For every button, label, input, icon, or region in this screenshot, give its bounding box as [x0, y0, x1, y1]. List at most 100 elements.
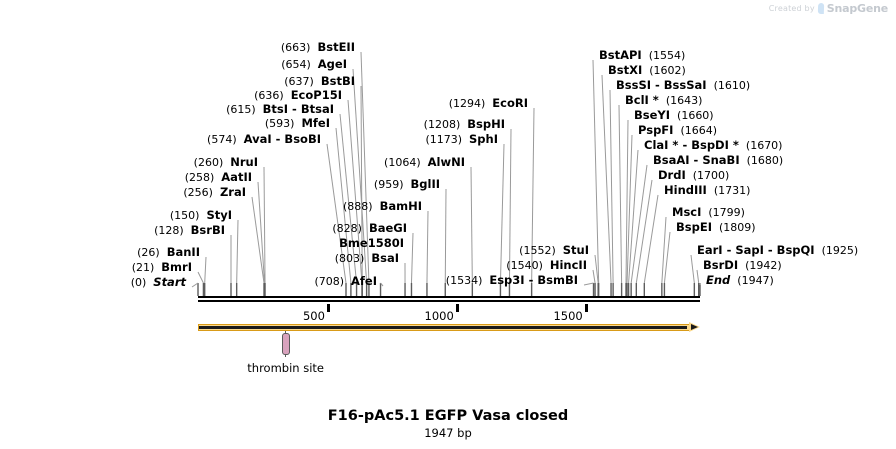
enzyme-position: (1552) [519, 244, 563, 257]
label-leader-line [347, 99, 363, 284]
enzyme-position: (1554) [641, 49, 686, 62]
enzyme-name: DrdI [658, 168, 686, 182]
enzyme-position: (128) [154, 224, 191, 237]
enzyme-position: (637) [284, 75, 321, 88]
enzyme-name: BseYI [634, 108, 671, 122]
enzyme-name: StyI [206, 208, 232, 222]
enzyme-label: (1208) BspHI [424, 118, 505, 131]
enzyme-name: AatII [221, 170, 252, 184]
enzyme-name: Bme1580I [339, 236, 404, 250]
enzyme-label: PspFI (1664) [638, 124, 717, 137]
label-leader-line [626, 134, 633, 284]
label-leader-line [360, 51, 370, 284]
label-leader-line [663, 231, 671, 284]
label-leader-line [594, 254, 599, 284]
label-leader-line [592, 59, 600, 284]
label-leader-line [690, 254, 695, 284]
ruler-tick-label: 1500 [553, 309, 583, 323]
backbone-line-bottom [198, 300, 700, 302]
enzyme-position: (1947) [730, 274, 774, 287]
page-title: F16-pAc5.1 EGFP Vasa closed [327, 408, 569, 424]
enzyme-name: End [706, 273, 731, 287]
enzyme-label: (637) BstBI [284, 75, 355, 88]
enzyme-position: (1731) [706, 184, 751, 197]
orf-arrow [198, 322, 700, 333]
enzyme-name: ClaI * - BspDI * [644, 138, 739, 152]
enzyme-position: (1602) [642, 64, 686, 77]
enzyme-label-layer: (663) BstEII (654) AgeI (637) BstBI(636) E… [131, 40, 858, 289]
label-leader-line [628, 149, 639, 284]
enzyme-name: Start [153, 275, 186, 289]
label-leader-line [499, 143, 505, 284]
enzyme-label: (888) BamHI [343, 200, 422, 213]
enzyme-position: (26) [137, 246, 167, 259]
label-leader-line [204, 256, 207, 284]
enzyme-name: BssSI - BssSaI [616, 78, 707, 92]
enzyme-position: (1680) [739, 154, 784, 167]
enzyme-label: BspEI (1809) [676, 221, 756, 234]
enzyme-position: (663) [280, 41, 318, 54]
enzyme-label: (574) AvaI - BsoBI [207, 133, 321, 146]
snapgene-watermark: Created by SnapGene [769, 2, 888, 15]
enzyme-name: BspEI [676, 220, 712, 234]
enzyme-position: (1294) [448, 97, 493, 110]
enzyme-name: BstXI [608, 63, 643, 77]
enzyme-name: AlwNI [427, 155, 465, 169]
enzyme-label: (0) Start [131, 276, 186, 289]
label-leader-line [326, 143, 347, 284]
enzyme-name: BstEII [317, 40, 355, 54]
enzyme-label: (21) BmrI [132, 261, 192, 274]
enzyme-name: EcoRI [492, 96, 528, 110]
label-leader-line [257, 181, 266, 284]
enzyme-position: (1809) [711, 221, 756, 234]
enzyme-position: (1664) [673, 124, 718, 137]
enzyme-position: (150) [169, 209, 207, 222]
enzyme-position: (1643) [658, 94, 703, 107]
enzyme-label: (636) EcoP15I [254, 89, 342, 102]
enzyme-label: (128) BsrBI [154, 224, 225, 237]
enzyme-name: BmrI [161, 260, 192, 274]
enzyme-name: SphI [469, 132, 498, 146]
enzyme-name: BsaI [371, 251, 399, 265]
enzyme-name: BaeGI [368, 221, 407, 235]
enzyme-label: (654) AgeI [281, 58, 347, 71]
sequence-backbone [198, 296, 700, 302]
enzyme-position: (636) [254, 89, 291, 102]
enzyme-label: MscI (1799) [672, 206, 745, 219]
label-leader-line [630, 164, 648, 284]
enzyme-label: (593) MfeI [265, 117, 330, 130]
enzyme-position: (654) [281, 58, 318, 71]
enzyme-position: (593) [264, 117, 302, 130]
feature-label: thrombin site [247, 361, 325, 375]
feature-thrombin-site[interactable] [281, 333, 290, 355]
watermark-brand: SnapGene [826, 2, 888, 15]
enzyme-label: (258) AatII [185, 171, 252, 184]
enzyme-position: (1610) [706, 79, 751, 92]
enzyme-name: Esp3I - BsmBI [489, 273, 578, 287]
enzyme-label: DrdI (1700) [658, 169, 729, 182]
ruler-tick [455, 304, 459, 312]
label-leader-line [470, 166, 473, 284]
label-leader-line [508, 128, 512, 284]
label-leader-line [191, 282, 199, 288]
enzyme-label: BstAPI (1554) [599, 49, 685, 62]
enzyme-name: EcoP15I [290, 88, 342, 102]
label-leader-line [335, 127, 352, 284]
label-leader-line [339, 113, 358, 284]
enzyme-position: (959) [373, 178, 411, 191]
enzyme-name: EarI - SapI - BspQI [697, 243, 815, 257]
enzyme-position: (803) [334, 252, 372, 265]
label-leader-line [609, 89, 614, 284]
enzyme-name: PspFI [638, 123, 674, 137]
enzyme-label: (150) StyI [170, 209, 232, 222]
enzyme-label: (959) BglII [374, 178, 440, 191]
enzyme-position: (0) [130, 276, 154, 289]
enzyme-position: (260) [193, 156, 231, 169]
enzyme-position: (888) [343, 200, 380, 213]
enzyme-position: (1670) [738, 139, 783, 152]
enzyme-position: (574) [207, 133, 244, 146]
enzyme-name: MfeI [301, 116, 330, 130]
enzyme-position: (708) [314, 275, 352, 288]
ruler-tick-label: 1000 [424, 309, 454, 323]
label-leader-line [583, 282, 594, 286]
